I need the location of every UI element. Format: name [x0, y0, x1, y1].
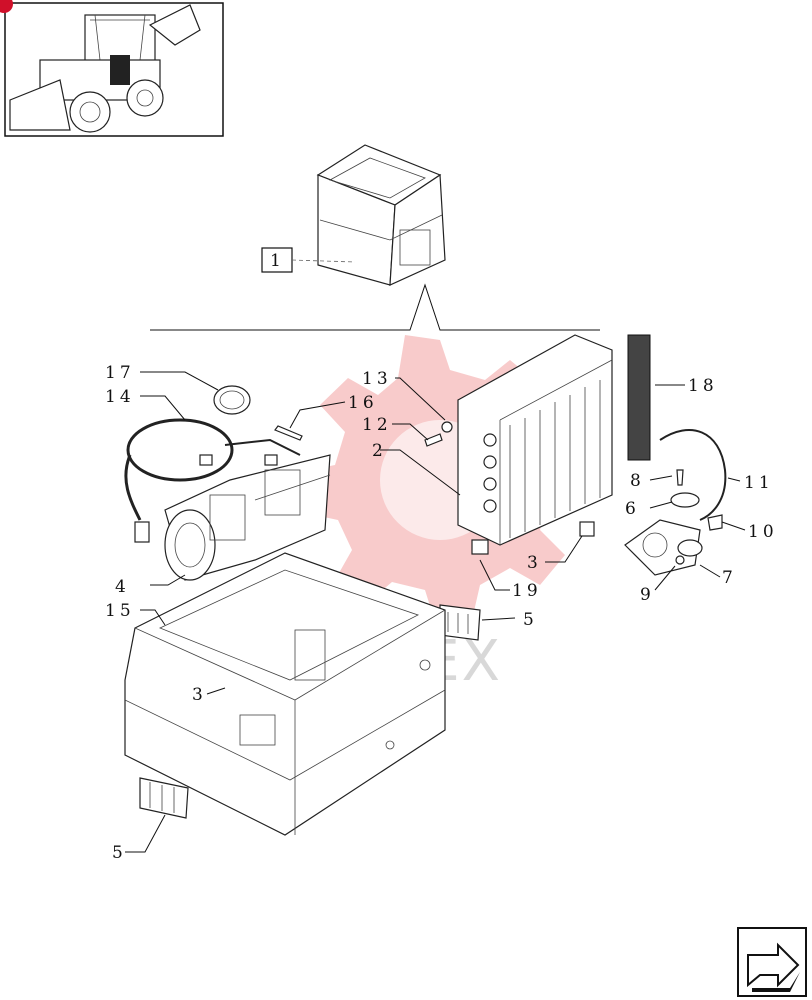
label-13: 13 — [362, 369, 392, 389]
part-4-blower — [164, 454, 331, 581]
part-12-screw — [424, 433, 443, 447]
label-11: 11 — [744, 473, 774, 493]
machine-thumbnail — [0, 0, 224, 137]
part-16-screw — [274, 425, 303, 441]
label-16: 16 — [348, 393, 378, 413]
part-14-harness — [124, 418, 301, 543]
part-9-clip — [675, 555, 685, 565]
leader-lines — [125, 371, 746, 853]
label-9: 9 — [640, 585, 655, 605]
part-6-gasket — [670, 492, 700, 508]
assembly-1-box — [261, 144, 446, 286]
part-8-screw — [676, 469, 684, 486]
label-12: 12 — [362, 415, 392, 435]
label-6: 6 — [625, 499, 640, 519]
next-page-arrow-icon[interactable] — [737, 927, 807, 997]
label-19: 19 — [512, 581, 542, 601]
part-18-filter — [627, 334, 651, 461]
part-7-valve — [624, 519, 703, 576]
label-2: 2 — [372, 441, 387, 461]
label-4: 4 — [115, 577, 130, 597]
label-7: 7 — [722, 568, 737, 588]
label-10: 10 — [748, 522, 778, 542]
label-3-left: 3 — [192, 685, 207, 705]
label-17: 17 — [105, 363, 135, 383]
part-5-vent-right — [439, 604, 481, 641]
label-18: 18 — [688, 376, 718, 396]
part-19-grommet — [471, 539, 489, 555]
label-8: 8 — [630, 471, 645, 491]
part-11-capillary — [659, 429, 727, 521]
part-2-heater-core — [457, 334, 613, 546]
label-1: 1 — [270, 251, 285, 271]
label-5-right: 5 — [523, 610, 538, 630]
group-separator — [150, 283, 600, 331]
part-17-clamp — [213, 385, 251, 415]
label-15: 15 — [105, 601, 135, 621]
part-13-washer — [441, 421, 453, 433]
label-5-left: 5 — [112, 843, 127, 863]
part-15-housing — [124, 552, 446, 836]
part-3-grommet-right — [579, 521, 595, 537]
label-3-right: 3 — [527, 553, 542, 573]
part-10-knob — [707, 514, 723, 531]
label-14: 14 — [105, 387, 135, 407]
part-5-vent-left — [139, 777, 189, 819]
